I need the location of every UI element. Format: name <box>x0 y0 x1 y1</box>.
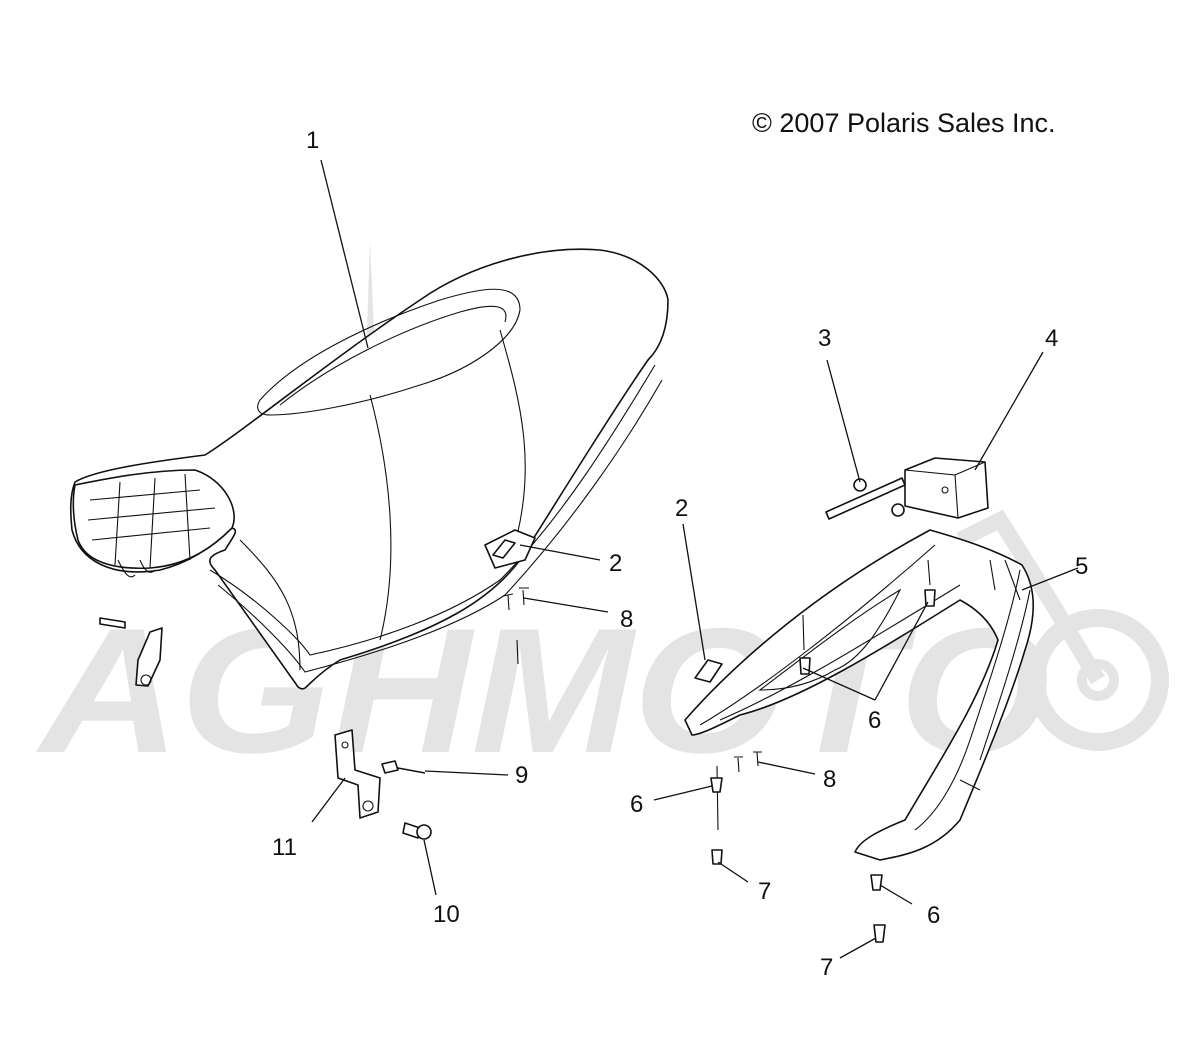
watermark-wheel-hub <box>1077 659 1119 701</box>
seat-seam-2 <box>499 329 526 561</box>
seat-cushion-inner <box>279 305 507 406</box>
seat-pocket-grid <box>87 473 216 569</box>
callout-9: 9 <box>515 762 528 789</box>
latch-on-seat <box>492 539 516 559</box>
callout-3: 3 <box>818 325 831 352</box>
callout-7-mid: 7 <box>758 878 771 905</box>
screw-part-7-tail-a <box>711 849 723 865</box>
screw-part-7-bottom <box>873 924 886 943</box>
rear-frame <box>684 529 1035 861</box>
screw-part-6-bottom <box>870 874 883 891</box>
leader-lines <box>311 159 1079 959</box>
callout-2-seat: 2 <box>609 550 622 577</box>
callout-10: 10 <box>433 901 460 928</box>
screw-part-6-frame-c <box>802 559 931 651</box>
bracket-part-11 <box>334 729 381 819</box>
screw-part-8-tail-a <box>734 756 743 773</box>
screw-part-6-frame-a <box>799 657 811 675</box>
watermark-wheel-outer <box>1027 609 1169 751</box>
latch-on-tail <box>694 659 723 683</box>
screw-head-part-10 <box>416 824 432 840</box>
tail-light <box>904 457 989 519</box>
callout-7-bottom: 7 <box>820 954 833 981</box>
screw-part-10 <box>402 822 421 839</box>
rear-frame-side <box>914 569 1031 831</box>
screw-part-8-seat-b <box>519 587 529 606</box>
screw-part-6-tail-a <box>710 777 723 793</box>
screw-part-8-tail-b <box>753 751 762 767</box>
seat-seam-1 <box>369 394 392 641</box>
seat-cushion-top <box>257 288 521 416</box>
callout-8-tail: 8 <box>823 766 836 793</box>
copyright-notice: © 2007 Polaris Sales Inc. <box>752 108 1056 138</box>
watermark-fork <box>956 509 1105 685</box>
callout-11: 11 <box>272 834 297 861</box>
callout-6-left: 6 <box>630 791 643 818</box>
bracket-left <box>99 617 163 687</box>
callout-1: 1 <box>306 127 319 154</box>
callout-labels: 1 2 2 3 4 5 6 6 6 7 7 8 8 9 10 11 <box>272 127 1088 981</box>
callout-6-bottom: 6 <box>927 902 940 929</box>
callout-6-frame: 6 <box>868 707 881 734</box>
callout-2-tail: 2 <box>675 495 688 522</box>
seat-lower-edge <box>217 379 663 673</box>
callout-4: 4 <box>1045 325 1058 352</box>
seat-front-pocket <box>72 469 235 570</box>
rear-frame-upper <box>684 529 1035 861</box>
screw-part-8-seat-a <box>502 593 514 611</box>
rivet-part-9 <box>381 760 426 774</box>
seat-seam-3 <box>239 539 301 671</box>
seat-side-band <box>209 364 656 656</box>
rear-frame-bumper <box>959 559 1021 791</box>
screw-part-8-seat-c <box>516 639 519 665</box>
fasteners <box>381 559 936 943</box>
seat-pocket-strap <box>117 559 156 578</box>
stud-part <box>825 477 906 520</box>
callout-8-seat: 8 <box>620 606 633 633</box>
rear-frame-cutout <box>758 588 902 691</box>
callout-5: 5 <box>1075 553 1088 580</box>
screw-part-7-tail-rod <box>716 765 719 831</box>
